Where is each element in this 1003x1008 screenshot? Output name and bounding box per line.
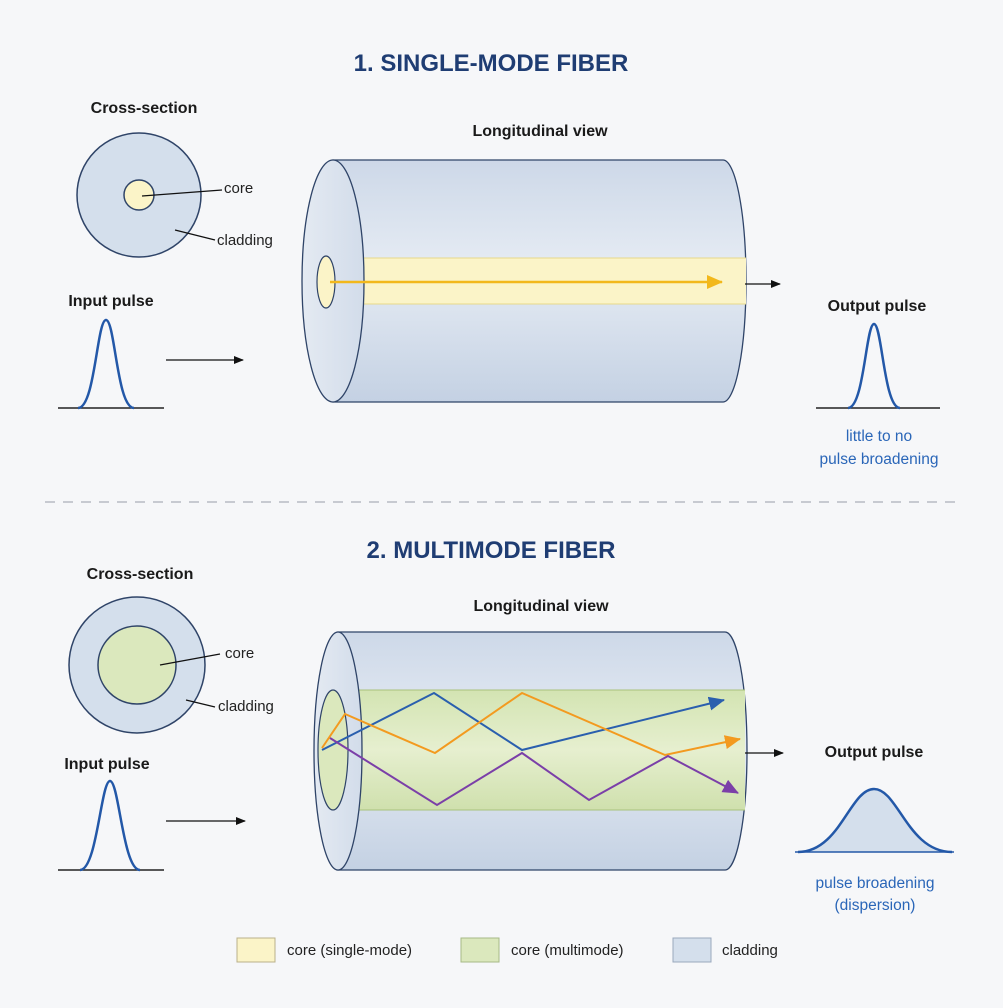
section2-output-pulse-label: Output pulse: [825, 744, 924, 761]
section2-input-pulse-curve: [79, 779, 141, 872]
section1-output-pulse-curve: [847, 322, 901, 410]
section1-cladding-leader: [174, 229, 216, 241]
section2-cladding-label: cladding: [218, 698, 274, 715]
legend-label-core-multi: core (multimode): [511, 942, 624, 959]
section1-input-pulse-label: Input pulse: [68, 293, 153, 310]
section1-fiber: [301, 159, 747, 403]
legend-label-cladding: cladding: [722, 942, 778, 959]
section2-title: 2. MULTIMODE FIBER: [367, 537, 616, 564]
section1-title: 1. SINGLE-MODE FIBER: [354, 50, 629, 77]
section2-cladding-leader: [185, 699, 216, 708]
section2-fiber-core: [333, 690, 745, 810]
section2-output-pulse-fill: [798, 789, 952, 852]
legend-swatch-cladding: [672, 937, 712, 963]
section1-note-line2: pulse broadening: [820, 451, 939, 468]
section1-input-pulse-curve: [77, 318, 135, 410]
section1-cladding-label: cladding: [217, 232, 273, 249]
section1-note-line1: little to no: [846, 428, 912, 445]
legend-swatch-core-multi: [460, 937, 500, 963]
section1-cross-section-label: Cross-section: [91, 100, 198, 117]
section2-ray-orange: [321, 691, 741, 757]
section2-note-line2: (dispersion): [835, 897, 916, 914]
section1-longitudinal-label: Longitudinal view: [472, 123, 608, 140]
section2-note-line1: pulse broadening: [816, 875, 935, 892]
legend-swatch-core-single: [236, 937, 276, 963]
section2-fiber: [313, 631, 748, 871]
section2-cross-section-core: [97, 625, 177, 705]
legend: core (single-mode) core (multimode) clad…: [236, 937, 778, 963]
section2-cross-section-label: Cross-section: [87, 566, 194, 583]
section2-longitudinal-label: Longitudinal view: [473, 598, 609, 615]
section2-core-leader: [159, 653, 221, 666]
section1-output-pulse-label: Output pulse: [828, 298, 927, 315]
section2-ray-purple: [329, 737, 739, 807]
section1-core-leader: [141, 189, 223, 197]
section2-output-pulse-curve: [797, 787, 953, 854]
section1-core-label: core: [224, 180, 253, 197]
legend-label-core-single: core (single-mode): [287, 942, 412, 959]
section2-ray-blue: [321, 691, 725, 752]
section2-core-label: core: [225, 645, 254, 662]
section2-input-pulse-label: Input pulse: [64, 756, 149, 773]
